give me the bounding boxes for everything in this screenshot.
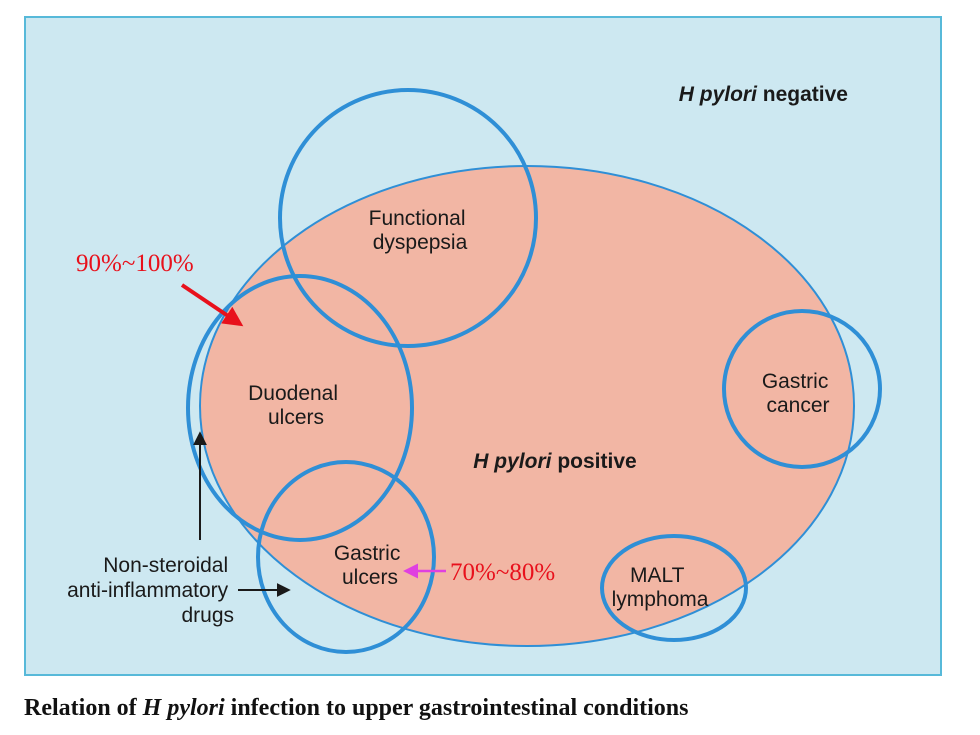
- functional-dyspepsia-circle: [278, 88, 538, 348]
- duodenal-ulcers-label: Duodenal ulcers: [248, 382, 344, 429]
- h-pylori-positive-label: H pylori positive: [473, 450, 636, 473]
- duodenal-percentage-annotation: 90%~100%: [76, 250, 194, 277]
- nsaid-label: Non-steroidal anti-inflammatory drugs: [67, 554, 234, 627]
- h-pylori-negative-label: H pylori negative: [679, 83, 848, 106]
- gastric-ulcer-percentage-annotation: 70%~80%: [450, 559, 555, 586]
- gastric-ulcers-label: Gastric ulcers: [334, 542, 406, 589]
- malt-lymphoma-label: MALT lymphoma: [612, 564, 709, 611]
- gastric-cancer-label: Gastric cancer: [762, 370, 834, 417]
- functional-dyspepsia-label: Functional dyspepsia: [369, 207, 472, 254]
- duodenal-annotation-arrow: [180, 283, 244, 327]
- figure-caption: Relation of H pylori infection to upper …: [24, 695, 689, 721]
- duodenal-ulcers-circle: [186, 274, 414, 542]
- gastric-cancer-circle: [722, 309, 882, 469]
- malt-lymphoma-circle: [600, 534, 748, 642]
- gastric-ulcers-circle: [256, 460, 436, 654]
